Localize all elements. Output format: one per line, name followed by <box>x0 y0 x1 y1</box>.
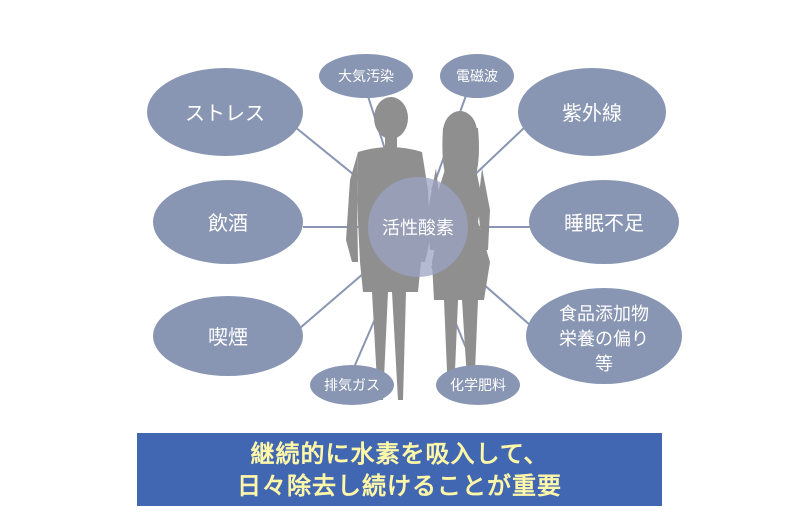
conclusion-banner: 継続的に水素を吸入して、 日々除去し続けることが重要 <box>137 433 662 506</box>
banner-line-2: 日々除去し続けることが重要 <box>237 471 562 500</box>
factor-sleep-label: 睡眠不足 <box>564 211 644 235</box>
banner-line-1: 継続的に水素を吸入して、 <box>250 439 549 468</box>
factor-exhaust: 排気ガス <box>310 365 394 405</box>
factor-uv-label: 紫外線 <box>562 101 622 125</box>
factor-smoking: 喫煙 <box>153 296 303 376</box>
factor-air-pollution-label: 大気汚染 <box>338 69 394 85</box>
factor-sleep: 睡眠不足 <box>529 180 679 264</box>
factor-drinking-label: 飲酒 <box>208 211 248 235</box>
factor-food-additives-line3: 等 <box>595 354 613 375</box>
factor-smoking-label: 喫煙 <box>208 325 248 349</box>
factor-chem-fert-label: 化学肥料 <box>450 378 506 394</box>
factor-stress: ストレス <box>147 68 303 156</box>
factor-uv: 紫外線 <box>518 68 666 156</box>
factor-stress-label: ストレス <box>185 101 265 125</box>
center-node: 活性酸素 <box>368 177 468 277</box>
factor-air-pollution: 大気汚染 <box>319 54 413 98</box>
center-label: 活性酸素 <box>382 218 454 239</box>
factor-food-additives: 食品添加物 栄養の偏り 等 <box>526 288 682 384</box>
factor-em-waves: 電磁波 <box>440 54 514 98</box>
factor-food-additives-line2: 栄養の偏り <box>559 329 649 350</box>
factor-exhaust-label: 排気ガス <box>324 378 380 394</box>
factor-chem-fert: 化学肥料 <box>436 365 520 405</box>
factor-food-additives-line1: 食品添加物 <box>559 304 649 325</box>
factor-em-waves-label: 電磁波 <box>456 69 498 85</box>
factor-drinking: 飲酒 <box>153 180 303 264</box>
